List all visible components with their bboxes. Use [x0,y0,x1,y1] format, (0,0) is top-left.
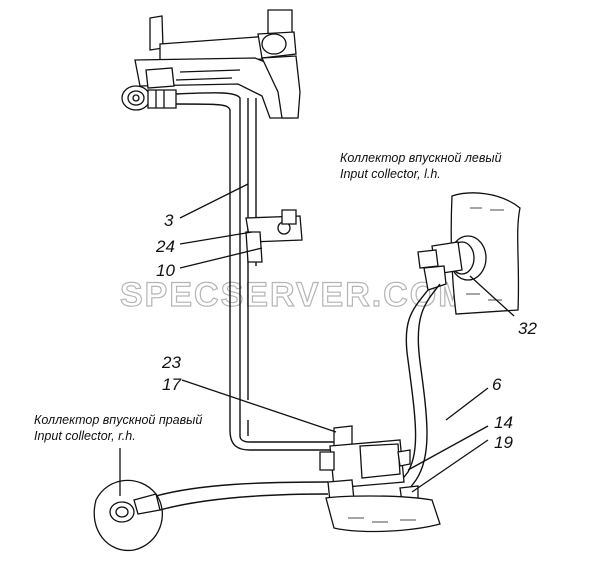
collector-left-caption-ru: Коллектор впускной левый [340,151,502,165]
top-banjo-fitting [121,85,177,111]
clamp-10 [245,209,303,263]
label-32: 32 [518,319,537,338]
label-24: 24 [155,237,175,256]
label-6: 6 [492,375,502,394]
label-3: 3 [164,211,174,230]
collector-right-body [93,479,163,552]
label-23: 23 [161,353,181,372]
collector-right-caption-ru: Коллектор впускной правый [34,413,202,427]
fitting-32 [417,235,487,291]
pipe-6 [399,283,441,489]
label-19: 19 [494,433,513,452]
label-17: 17 [162,375,181,394]
label-14: 14 [494,413,513,432]
label-10: 10 [156,261,175,280]
top-bracket-assembly [134,9,301,119]
solenoid-valve [319,425,441,533]
collector-right-caption-en: Input collector, r.h. [34,429,136,443]
pipe-right-collector [155,481,329,511]
pipe-3 [175,92,334,451]
leader-lines [119,183,515,496]
watermark: SPECSERVER.COM [120,276,469,314]
collector-left-caption-en: Input collector, l.h. [340,167,441,181]
